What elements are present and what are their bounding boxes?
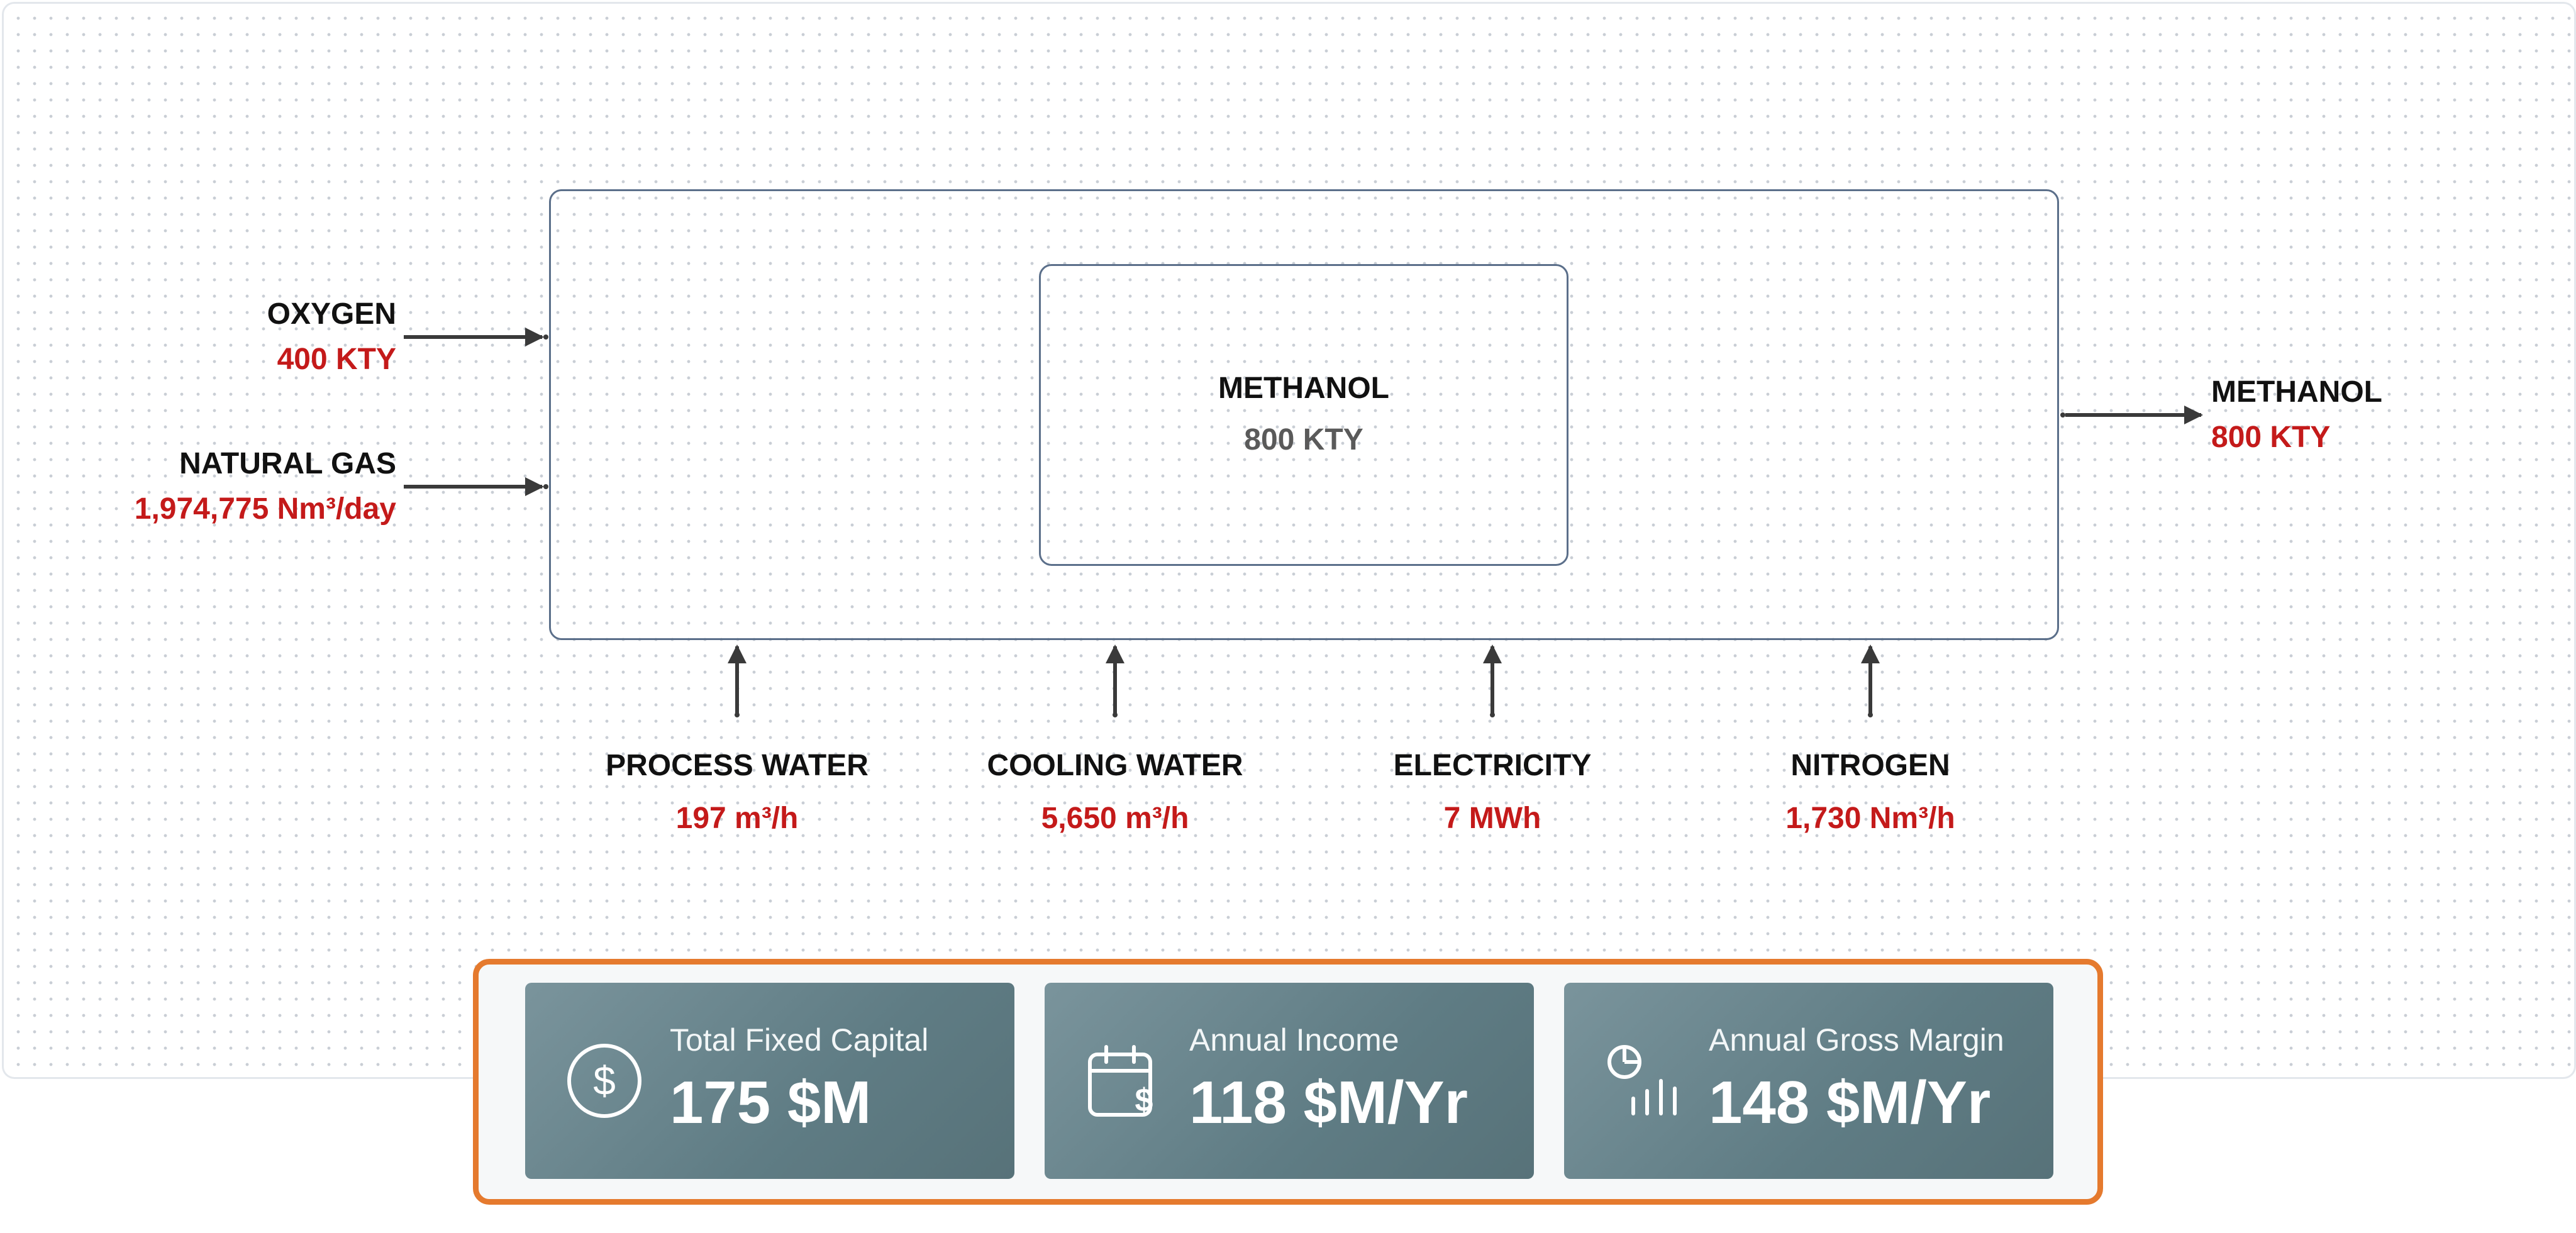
utility-nitrogen-name: NITROGEN bbox=[1790, 749, 1950, 782]
utility-cooling-water-name: COOLING WATER bbox=[987, 749, 1243, 782]
output-methanol-name: METHANOL bbox=[2211, 375, 2382, 409]
kpi-label: Total Fixed Capital bbox=[670, 1022, 929, 1058]
kpi-value: 175 $M bbox=[670, 1069, 872, 1136]
methanol-unit-box[interactable] bbox=[1039, 264, 1568, 566]
utility-process-water-value: 197 m³/h bbox=[675, 802, 799, 835]
input-natural-gas-name: NATURAL GAS bbox=[179, 447, 396, 480]
utility-nitrogen-value: 1,730 Nm³/h bbox=[1785, 802, 1955, 835]
input-oxygen-name: OXYGEN bbox=[267, 297, 396, 331]
pie-bar-chart-icon bbox=[1607, 1045, 1677, 1115]
kpi-card-annual-gross-margin[interactable]: Annual Gross Margin 148 $M/Yr bbox=[1564, 983, 2053, 1179]
utility-electricity-name: ELECTRICITY bbox=[1393, 749, 1592, 782]
output-methanol-value: 800 KTY bbox=[2211, 421, 2331, 454]
kpi-card-annual-income[interactable]: $ Annual Income 118 $M/Yr bbox=[1045, 983, 1534, 1179]
unit-name: METHANOL bbox=[1218, 372, 1389, 405]
svg-text:$: $ bbox=[593, 1058, 616, 1103]
kpi-value: 118 $M/Yr bbox=[1189, 1069, 1468, 1136]
utility-cooling-water-value: 5,650 m³/h bbox=[1041, 802, 1189, 835]
diagram-canvas[interactable] bbox=[2, 2, 2576, 1079]
utility-electricity-value: 7 MWh bbox=[1443, 802, 1541, 835]
kpi-value: 148 $M/Yr bbox=[1709, 1069, 1991, 1136]
input-oxygen-value: 400 KTY bbox=[277, 343, 396, 376]
kpi-card-total-fixed-capital[interactable]: $ Total Fixed Capital 175 $M bbox=[525, 983, 1014, 1179]
kpi-label: Annual Gross Margin bbox=[1709, 1022, 2004, 1058]
dollar-circle-icon: $ bbox=[567, 1044, 641, 1118]
svg-text:$: $ bbox=[1135, 1082, 1153, 1119]
calendar-dollar-icon: $ bbox=[1088, 1045, 1153, 1119]
unit-capacity: 800 KTY bbox=[1244, 423, 1363, 456]
input-natural-gas-value: 1,974,775 Nm³/day bbox=[134, 492, 396, 526]
utility-process-water-name: PROCESS WATER bbox=[606, 749, 869, 782]
process-boundary-box[interactable] bbox=[549, 189, 2059, 640]
kpi-label: Annual Income bbox=[1189, 1022, 1399, 1058]
